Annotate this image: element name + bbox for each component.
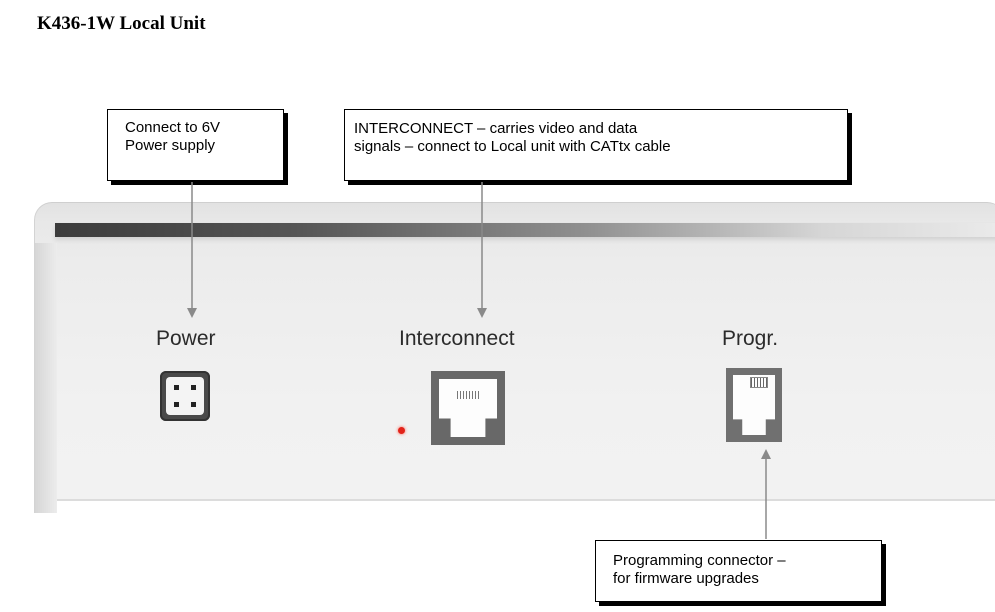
power-pin: [174, 385, 179, 390]
panel-base: [57, 501, 995, 513]
panel-left-edge: [35, 243, 57, 513]
programming-port-label: Progr.: [722, 327, 779, 350]
power-pin: [174, 402, 179, 407]
status-led: [398, 427, 405, 434]
panel-top-stripe: [55, 223, 995, 237]
power-pin: [191, 402, 196, 407]
rj11-contacts: [750, 377, 768, 388]
power-callout-line2: Power supply: [125, 137, 216, 154]
device-front-panel: Power Interconnect Progr.: [34, 202, 995, 513]
power-connector: [160, 371, 210, 421]
rj45-contacts: [457, 391, 479, 399]
programming-rj11-port: [726, 368, 782, 442]
programming-callout-line1: Programming connector –: [613, 552, 786, 569]
power-pin: [191, 385, 196, 390]
power-callout: Connect to 6V Power supply: [107, 109, 284, 181]
page-title: K436-1W Local Unit: [37, 13, 206, 34]
interconnect-port-label: Interconnect: [399, 327, 515, 350]
interconnect-rj45-port: [431, 371, 505, 445]
power-port-label: Power: [156, 327, 216, 350]
interconnect-callout-line2: signals – connect to Local unit with CAT…: [354, 138, 671, 155]
panel-divider: [57, 499, 995, 501]
interconnect-callout: INTERCONNECT – carries video and data si…: [344, 109, 848, 181]
programming-callout-line2: for firmware upgrades: [613, 570, 759, 587]
power-callout-line1: Connect to 6V: [125, 119, 221, 136]
programming-callout: Programming connector – for firmware upg…: [595, 540, 882, 602]
interconnect-callout-line1: INTERCONNECT – carries video and data: [354, 120, 638, 137]
